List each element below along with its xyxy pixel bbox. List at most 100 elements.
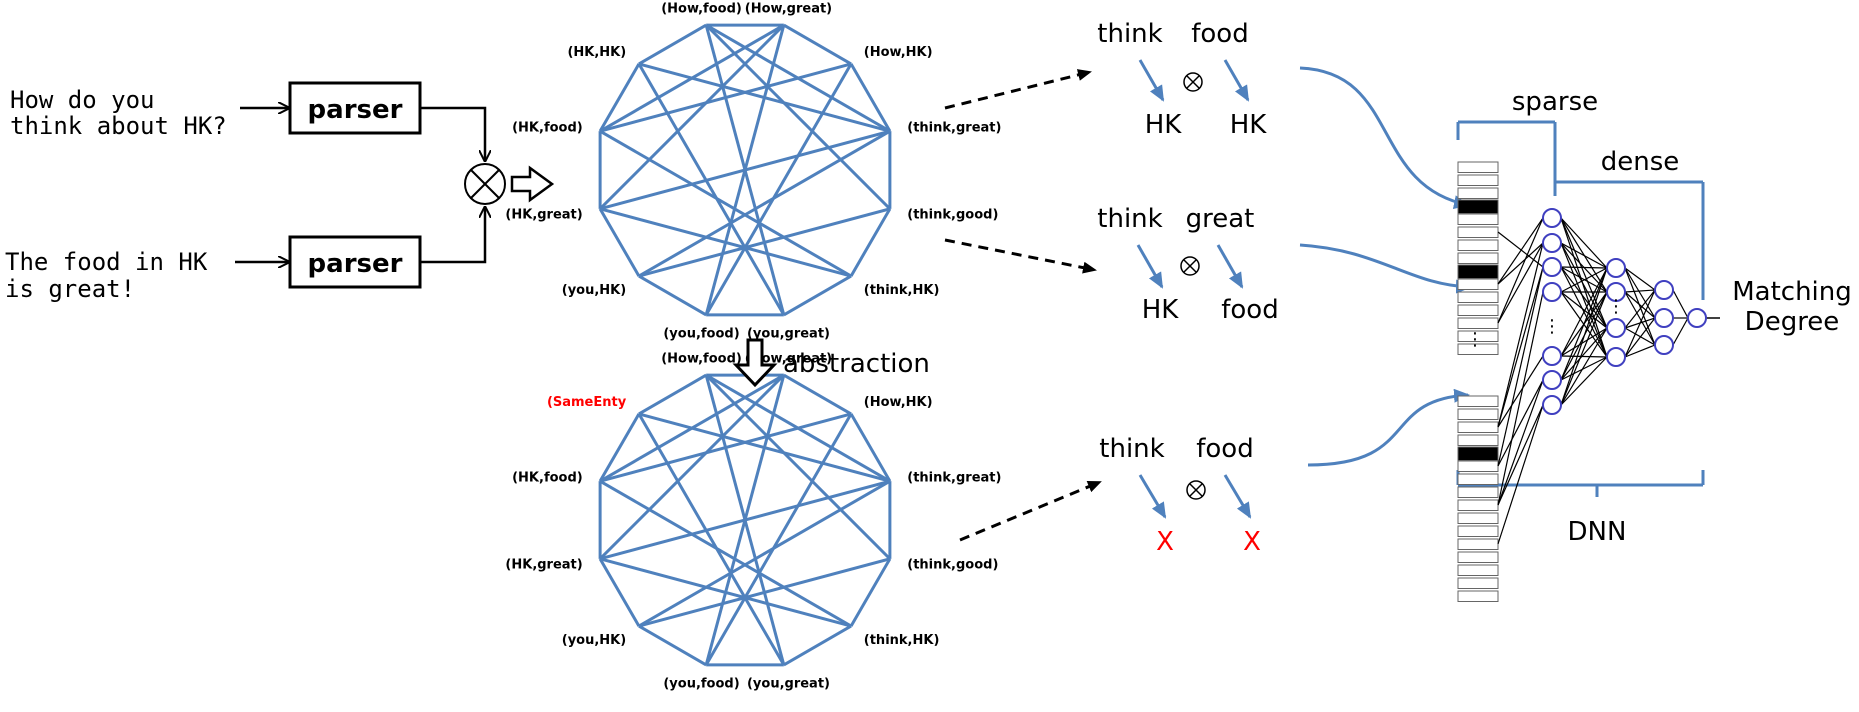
graph-edge: [599, 373, 785, 483]
dnn-connection: [1560, 291, 1608, 406]
sparse-cell: [1457, 264, 1499, 279]
dnn-connection: [1624, 289, 1656, 293]
graph-node-label: (you,food): [663, 326, 739, 341]
graph-node-label: (think,great): [907, 121, 1001, 136]
dnn-connection: [1624, 291, 1656, 346]
graph-node-label: (you,great): [747, 326, 830, 341]
dnn-connection: [1497, 242, 1544, 324]
dnn-connection: [1560, 242, 1608, 269]
graph-edge: [849, 63, 892, 132]
graph-edge: [705, 373, 891, 483]
arrow-parser1-to-product: [420, 106, 485, 160]
dnn-connection: [1560, 242, 1608, 358]
pair1-bottom-right: HK: [1230, 110, 1268, 140]
dnn-connection: [1624, 267, 1656, 291]
sparse-cell: [1457, 317, 1499, 329]
graph-edge: [599, 24, 785, 210]
dnn-connection: [1560, 267, 1608, 406]
dnn-connection: [1560, 266, 1608, 329]
graph-edge: [637, 63, 786, 316]
sparse-cell: [1457, 590, 1499, 602]
sparse-cell: [1457, 486, 1499, 498]
dnn-connection: [1497, 217, 1544, 324]
neuron-layer1: [1542, 370, 1562, 390]
dnn-connection: [1560, 266, 1608, 269]
dnn-connection: [1497, 404, 1544, 506]
sparse-cell: [1457, 213, 1499, 225]
pair1-arrow-left: [1138, 59, 1165, 102]
arrow-parser2-to-product: [420, 208, 485, 264]
dnn-connection: [1624, 267, 1656, 346]
neuron-layer2: [1606, 258, 1626, 278]
sentence1-line1: How do you: [10, 86, 155, 114]
sparse-cell: [1457, 304, 1499, 316]
dnn-connection: [1560, 267, 1608, 381]
dnn-connection: [1624, 289, 1656, 329]
graph-edge: [638, 624, 707, 667]
graph-edge: [849, 413, 892, 482]
graph-node-label: (How,food): [661, 2, 742, 17]
dnn-connection: [1560, 267, 1608, 293]
sentence2-line2: is great!: [5, 275, 135, 303]
graph-edge: [704, 63, 853, 316]
dnn-connection: [1624, 344, 1656, 358]
graph-edge: [783, 373, 852, 416]
pair-group-3: think food X X: [1099, 434, 1261, 557]
parser-box-2: parser: [288, 235, 422, 289]
dashed-arrow-2: [944, 238, 1097, 274]
graph-node-label: (HK,HK): [567, 45, 626, 60]
graph-edge: [599, 129, 891, 211]
graph-node-label: (you,great): [747, 676, 830, 691]
graph-node-label: (How,food): [661, 352, 742, 367]
graph-edge: [638, 557, 891, 628]
pair1-bottom-left: HK: [1145, 110, 1183, 140]
graph-edge: [638, 129, 891, 278]
hollow-arrow-down-icon: [732, 338, 778, 388]
dnn-connection: [1497, 231, 1544, 268]
graph-node-label: (think,good): [907, 557, 998, 572]
graph-edge: [783, 624, 852, 667]
sparse-cell: [1457, 446, 1499, 461]
graph-node-label: (How,great): [745, 2, 832, 17]
graph-node-label: (HK,food): [512, 121, 583, 136]
graph-edge: [705, 23, 891, 133]
graph-node-label: (HK,food): [512, 471, 583, 486]
pair1-arrow-right: [1223, 59, 1250, 102]
sparse-cell: [1457, 473, 1499, 485]
pair3-top-left: think: [1099, 434, 1164, 464]
graph-edge: [849, 208, 892, 277]
sparse-cell: [1457, 291, 1499, 303]
graph-node-label: (SameEnty: [547, 395, 627, 410]
interaction-graph-top: (How,food)(How,great)(How,HK)(think,grea…: [505, 2, 1001, 342]
graph-node-label: (you,HK): [562, 633, 626, 648]
pair1-tensor-icon: [1183, 72, 1203, 92]
sparse-cell: [1457, 460, 1499, 472]
neuron-ellipsis: ⋮: [1607, 296, 1625, 317]
graph-node-label: (think,great): [907, 471, 1001, 486]
dnn-network: ⋮⋮⋮: [1456, 120, 1720, 602]
graph-edge: [598, 63, 641, 132]
graph-edge: [599, 479, 891, 561]
neuron-layer1: [1542, 346, 1562, 366]
graph-edge: [638, 23, 707, 66]
graph-node-label: (HK,great): [505, 557, 582, 572]
sparse-cell: [1457, 395, 1499, 407]
graph-edge: [599, 23, 785, 133]
parser-label-2: parser: [308, 249, 403, 279]
graph-edge: [598, 413, 641, 482]
dashed-arrow-1: [944, 69, 1092, 110]
dnn-connection: [1497, 266, 1544, 428]
dnn-connection: [1560, 327, 1608, 357]
abstraction-label: abstraction: [783, 349, 930, 379]
pair2-arrow-left: [1136, 244, 1164, 289]
graph-node-label: (you,HK): [562, 283, 626, 298]
pair3-tensor-icon: [1186, 480, 1206, 500]
dnn-connection: [1560, 217, 1608, 358]
graph-node-label: (think,HK): [864, 283, 940, 298]
dnn-connection: [1560, 327, 1608, 381]
graph-edge: [783, 23, 852, 66]
dashed-arrow-3: [959, 480, 1102, 542]
graph-edge: [783, 274, 852, 317]
neuron-layer3: [1654, 335, 1674, 355]
